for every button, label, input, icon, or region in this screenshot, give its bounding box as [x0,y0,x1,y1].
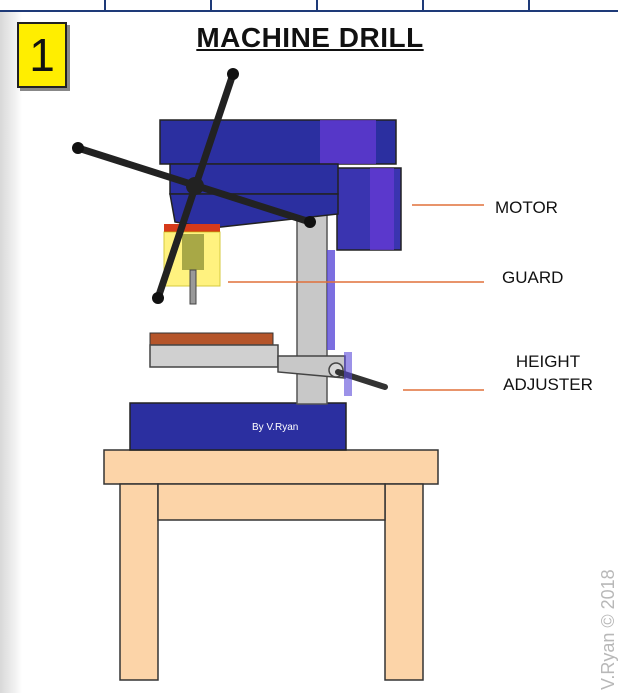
step-number-badge: 1 [17,22,67,88]
page-edge-shade [0,0,22,693]
top-border-grid [0,0,618,12]
height-adjuster-label-line2: ADJUSTER [503,375,593,394]
drill-base [129,402,347,451]
guard-label: GUARD [502,268,564,287]
diagram-title: MACHINE DRILL [196,22,424,53]
workbench [103,449,439,681]
copyright-notice: V.Ryan © 2018 [598,569,618,690]
label-leader-lines [228,204,484,391]
work-table [149,332,388,396]
height-adjuster-label: HEIGHT ADJUSTER [488,350,608,396]
feed-handle-lever [72,68,316,304]
base-signature: By V.Ryan [252,422,299,433]
height-adjuster-label-line1: HEIGHT [515,352,581,371]
motor-unit [336,167,402,251]
motor-label: MOTOR [495,198,558,217]
